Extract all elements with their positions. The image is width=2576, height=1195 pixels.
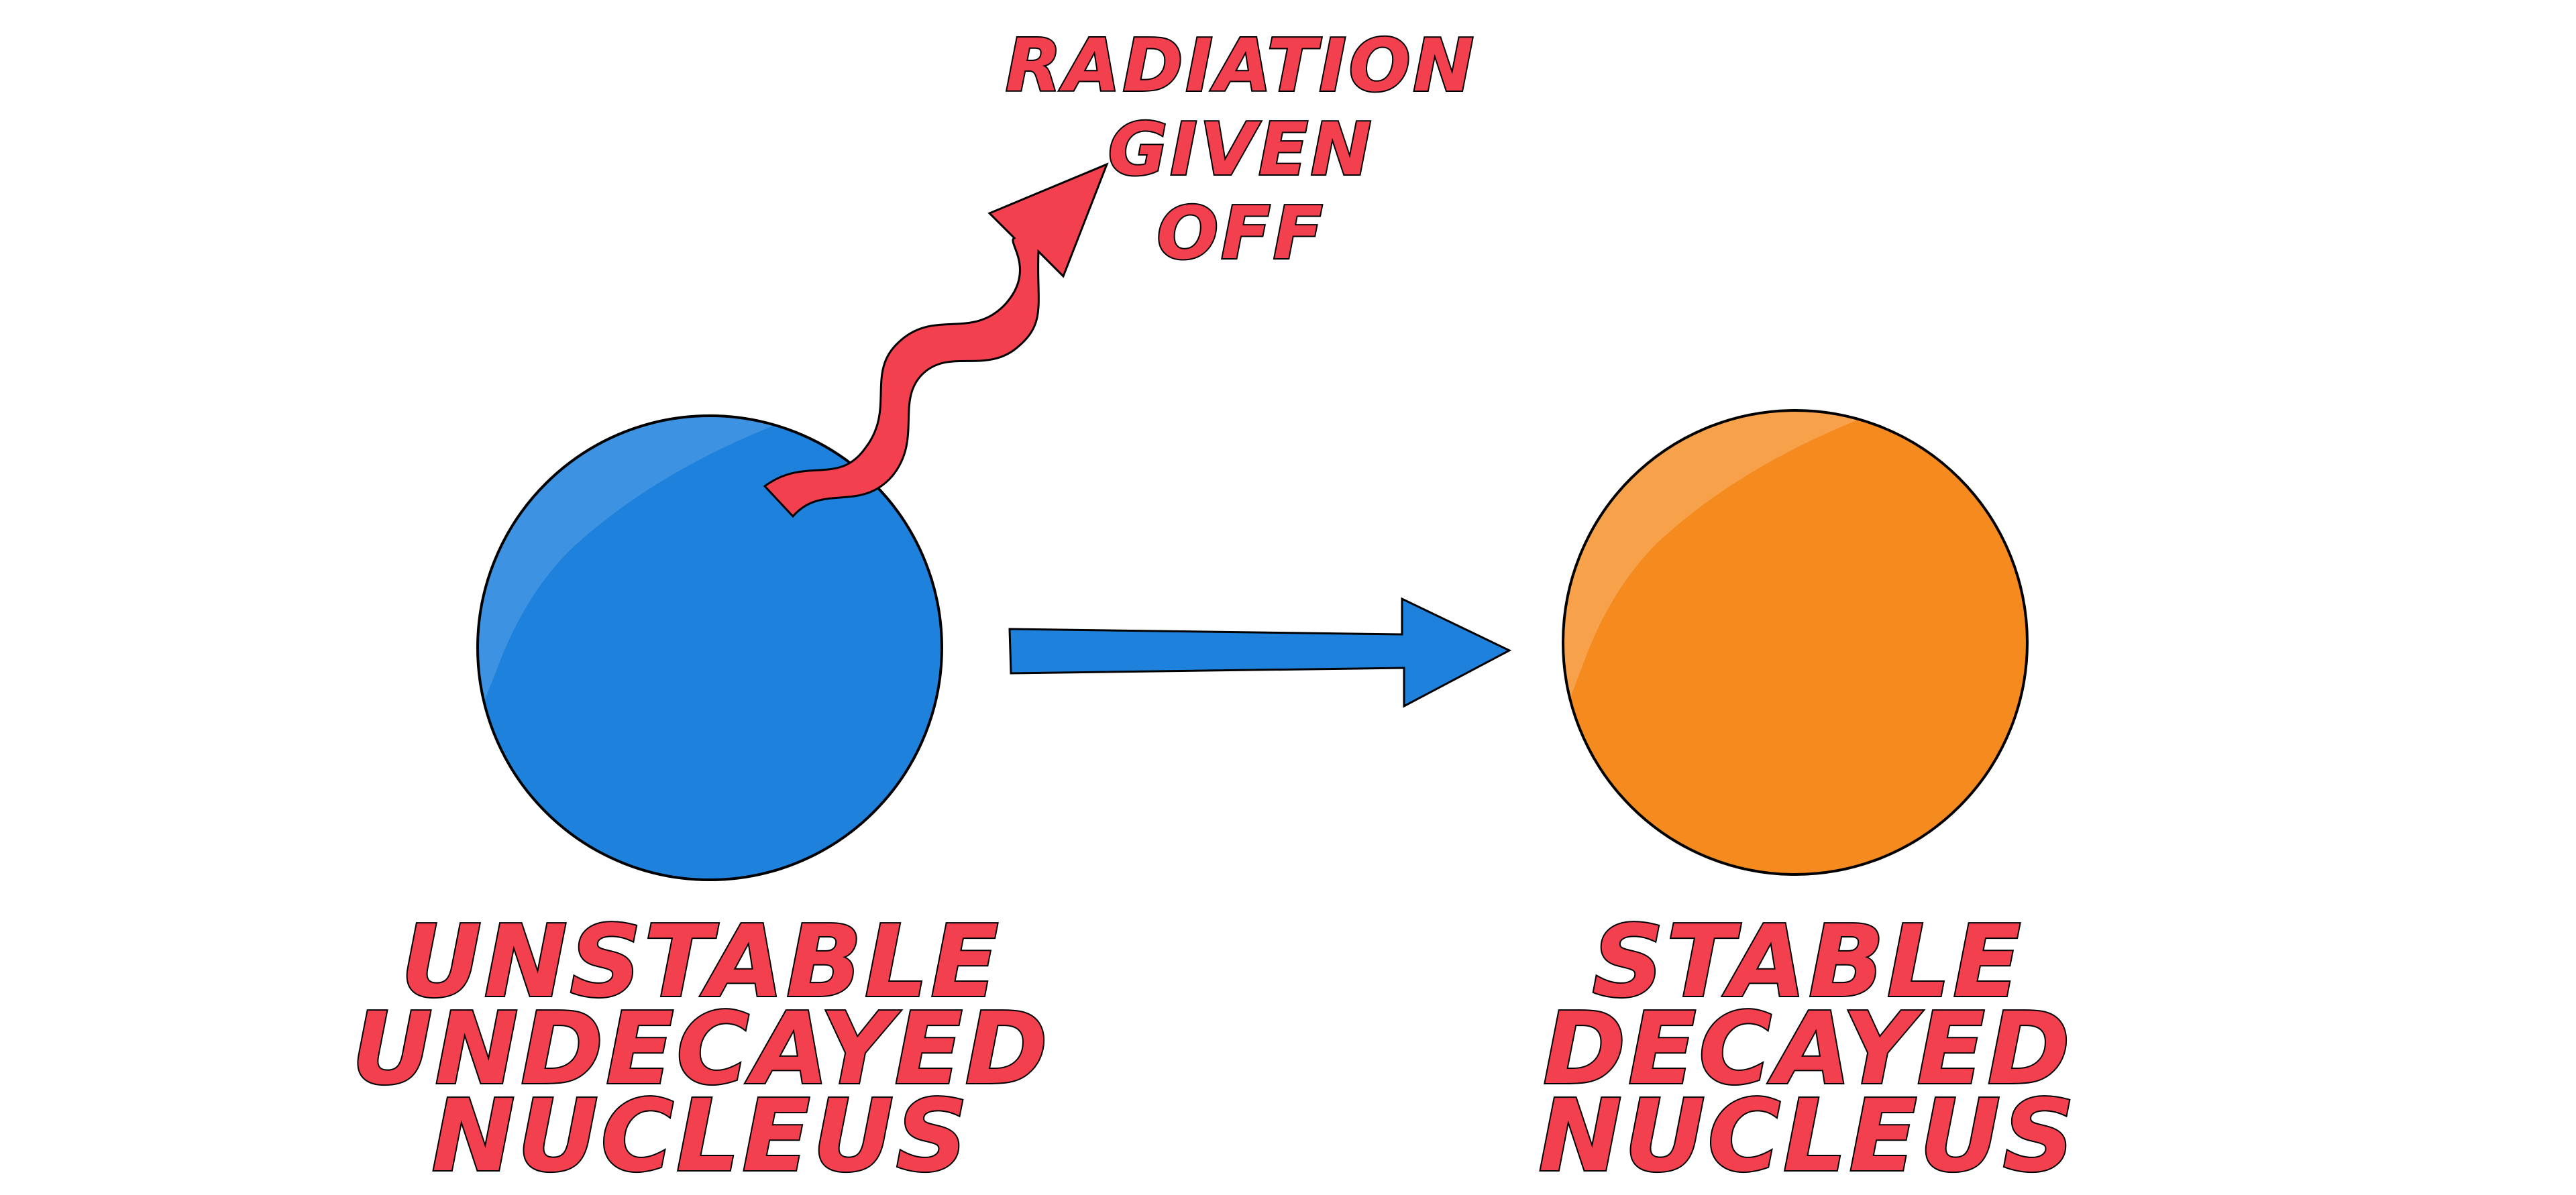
unstable-label-line-2: UNDECAYED — [352, 991, 1050, 1106]
radiation-label-line-3: OFF — [1157, 192, 1325, 276]
stable-nucleus-outline — [1562, 409, 2029, 876]
unstable-nucleus — [476, 414, 943, 881]
decay-arrow — [1008, 597, 1512, 708]
radiation-label-line-1: RADIATION — [1006, 24, 1477, 108]
unstable-nucleus-body — [478, 416, 942, 880]
stable-nucleus-label: STABLE DECAYED NUCLEUS — [1538, 903, 2078, 1195]
radiation-label: RADIATION GIVEN OFF — [1004, 23, 1477, 277]
stable-label-line-1: STABLE — [1593, 904, 2024, 1019]
stable-nucleus-highlight — [1563, 410, 1925, 738]
unstable-nucleus-highlight — [478, 416, 839, 738]
stable-nucleus-body — [1563, 410, 2027, 874]
unstable-nucleus-label: UNSTABLE UNDECAYED NUCLEUS — [350, 903, 1050, 1195]
radiation-arrow — [763, 162, 1109, 518]
stable-nucleus — [1562, 409, 2029, 876]
unstable-label-line-1: UNSTABLE — [401, 904, 1002, 1019]
radiation-label-line-2: GIVEN — [1108, 108, 1375, 192]
unstable-nucleus-outline — [476, 414, 943, 881]
unstable-label-line-3: NUCLEUS — [432, 1078, 971, 1194]
stable-label-line-3: NUCLEUS — [1539, 1078, 2078, 1194]
stable-label-line-2: DECAYED — [1543, 991, 2072, 1106]
